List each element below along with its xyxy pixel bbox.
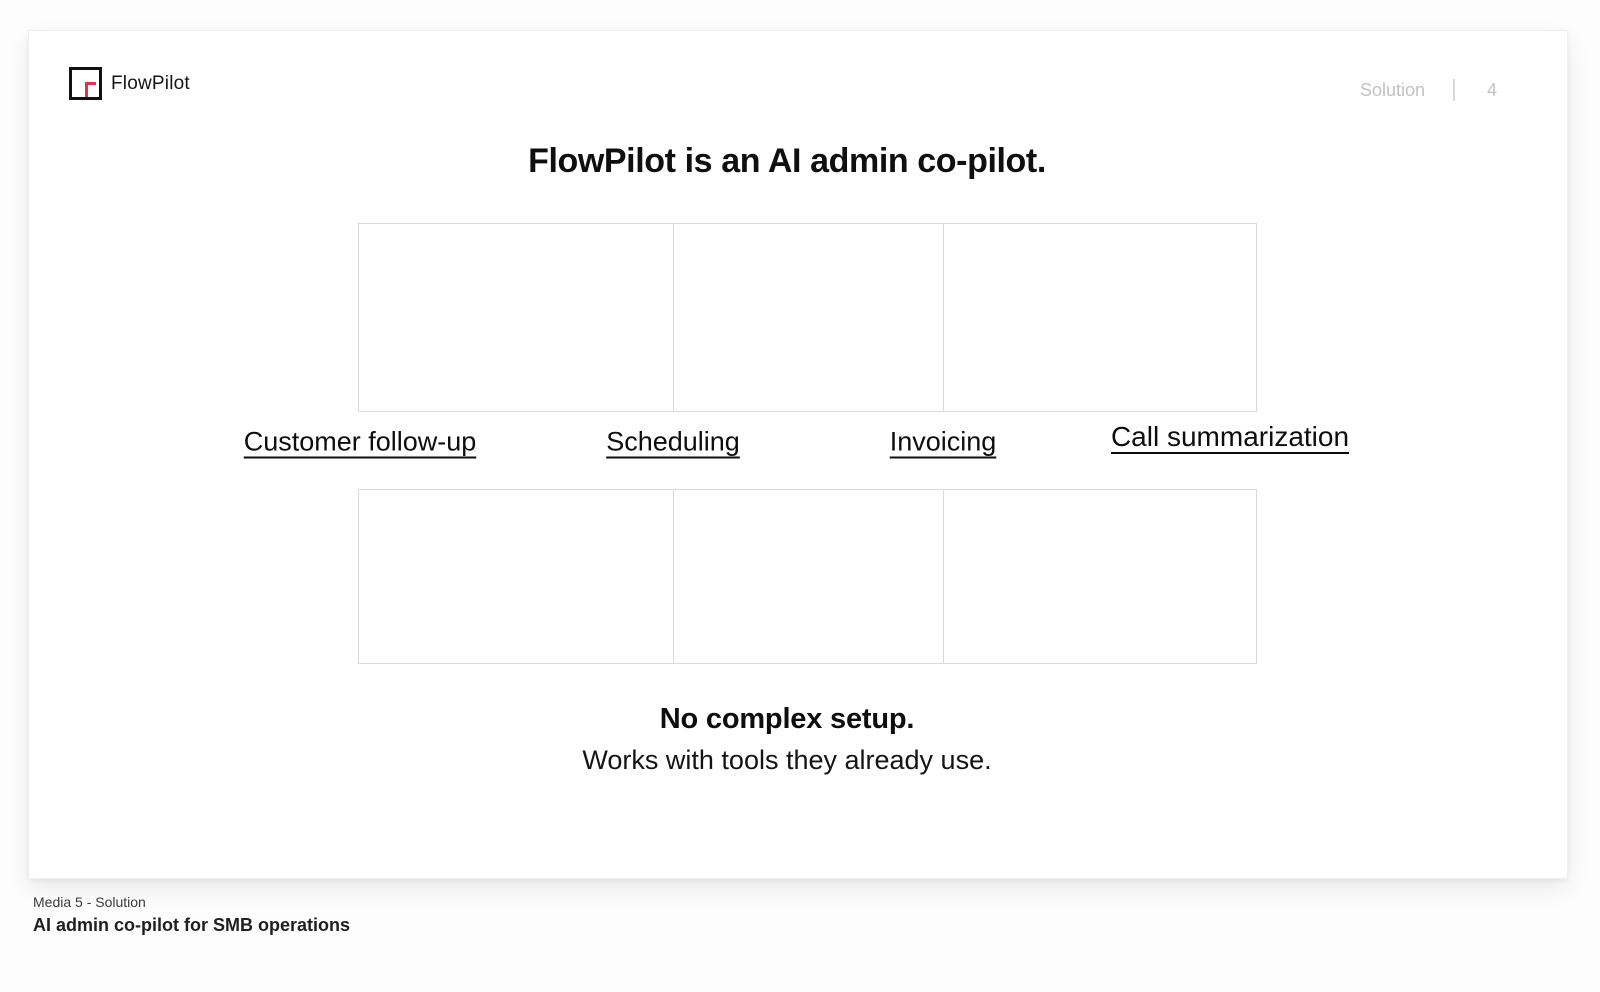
grid-divider [673, 490, 674, 663]
logo-text: FlowPilot [111, 72, 190, 94]
feature-label-scheduling: Scheduling [606, 426, 740, 457]
grid-top-row [358, 223, 1257, 412]
feature-label-invoicing: Invoicing [889, 426, 997, 457]
slide-meta: Solution 4 [1360, 79, 1497, 101]
caption-title: AI admin co-pilot for SMB operations [33, 915, 351, 935]
media-caption: Media 5 - Solution AI admin co-pilot for… [33, 894, 350, 936]
slide-card: FlowPilot Solution 4 FlowPilot is an AI … [28, 30, 1568, 879]
page-number: 4 [1486, 79, 1497, 100]
flowpilot-logo-icon [69, 67, 102, 100]
section-label: Solution [1359, 79, 1425, 100]
meta-divider [1453, 79, 1455, 101]
grid-bottom-row [358, 489, 1257, 664]
grid-divider [943, 490, 944, 663]
feature-grid: Customer follow-up Scheduling Invoicing … [244, 223, 1349, 664]
feature-label-call-summarization: Call summarization [1110, 421, 1350, 452]
footer-subline: Works with tools they already use. [582, 745, 992, 775]
footer-headline: No complex setup. [659, 703, 915, 735]
logo-red-corner-icon [85, 82, 96, 97]
grid-divider [943, 224, 944, 411]
slide-footer: No complex setup. Works with tools they … [29, 703, 1545, 776]
caption-kicker: Media 5 - Solution [33, 894, 146, 910]
slide-title: FlowPilot is an AI admin co-pilot. [528, 142, 1046, 180]
feature-label-customer-follow-up: Customer follow-up [243, 426, 477, 457]
flowpilot-logo: FlowPilot [69, 67, 190, 100]
grid-divider [673, 224, 674, 411]
